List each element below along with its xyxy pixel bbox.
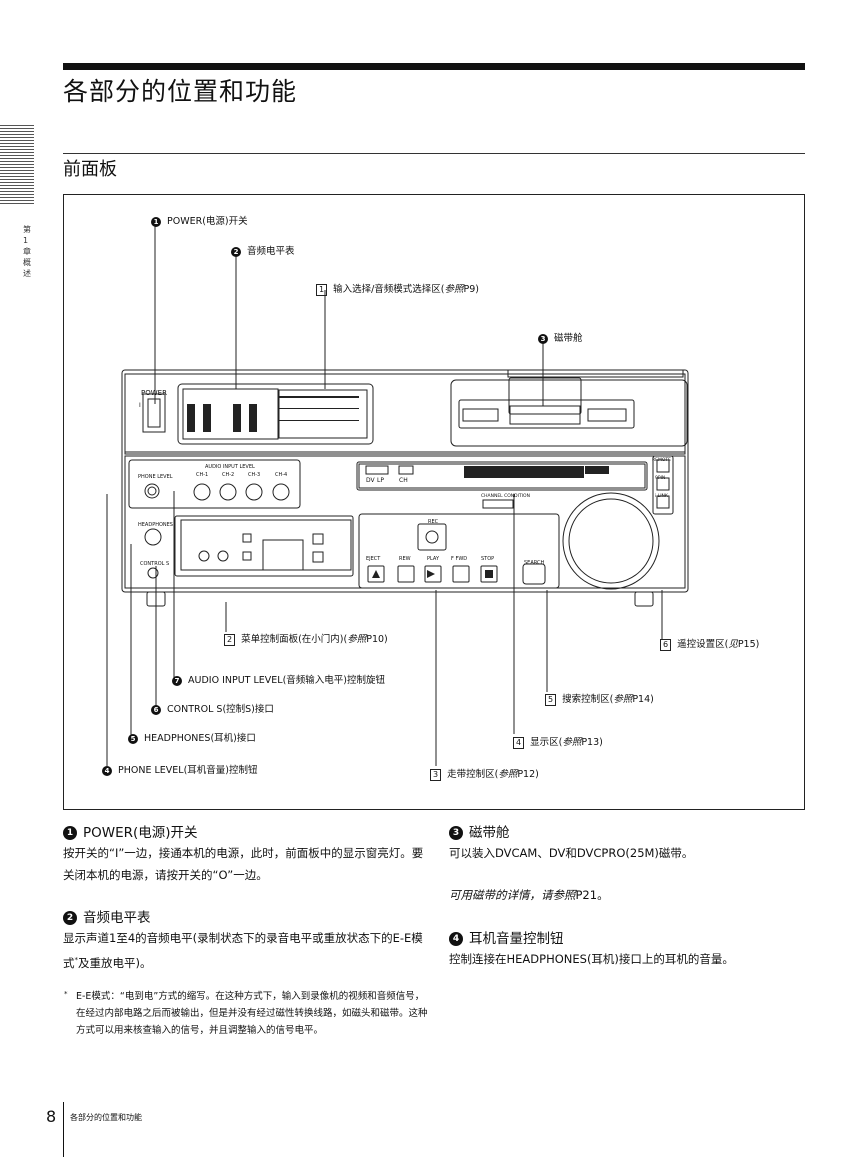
section-cassette-note: 可用磁带的详情，请参照P21。	[449, 888, 609, 902]
subtitle-rule	[63, 153, 805, 154]
section-cassette-body: 可以装入DVCAM、DV和DVCPRO(25M)磁带。	[449, 846, 694, 860]
ilink-label: i.LINK	[655, 494, 668, 499]
dv-badge: DV	[366, 477, 375, 484]
rec-label: REC	[428, 519, 439, 525]
search-label: SEARCH	[524, 560, 545, 566]
channel-2-label: CH-2	[222, 472, 235, 478]
side-tab-label: 第1章概述	[23, 225, 31, 278]
channel-3-label: CH-3	[248, 472, 261, 478]
channel-4-label: CH-4	[275, 472, 288, 478]
rew-label: REW	[399, 556, 411, 562]
channel-1-label: CH-1	[196, 472, 209, 478]
page-title: 各部分的位置和功能	[63, 77, 298, 106]
ch-badge: CH	[399, 477, 408, 484]
ffwd-label: F FWD	[451, 556, 468, 562]
side-tab-marker	[0, 125, 34, 205]
footnote-ee-mode: E-E模式：“电到电”方式的缩写。在这种方式下，输入到录像机的视频和音频信号，在…	[76, 991, 428, 1036]
footer-section-title: 各部分的位置和功能	[70, 1113, 142, 1122]
footnote-mark: *	[64, 990, 68, 998]
section-power-body: 按开关的“I”一边，接通本机的电源，此时，前面板中的显示窗亮灯。要关闭本机的电源…	[63, 846, 424, 882]
eject-label: EJECT	[366, 556, 381, 562]
audio-input-level-label: AUDIO INPUT LEVEL	[205, 464, 255, 470]
power-switch-label: POWER	[141, 389, 167, 397]
headphones-label: HEADPHONES	[138, 522, 173, 528]
phone-level-label: PHONE LEVEL	[138, 474, 173, 480]
front-panel-figure	[63, 194, 805, 810]
power-on-mark: I	[139, 402, 141, 409]
control-s-label: CONTROL S	[140, 561, 170, 567]
lp-badge: LP	[377, 477, 384, 484]
footer-rule	[63, 1102, 64, 1157]
9pin-label: 9PIN	[655, 476, 666, 481]
section-phone-level-body: 控制连接在HEADPHONES(耳机)接口上的耳机的音量。	[449, 952, 734, 966]
page-number: 8	[46, 1107, 57, 1126]
play-label: PLAY	[427, 556, 440, 562]
top-rule	[63, 63, 805, 70]
channel-condition-label: CHANNEL CONDITION	[481, 494, 530, 499]
stop-label: STOP	[481, 556, 495, 562]
dvcam-badge: DVCAM	[367, 467, 386, 473]
section-meter-body: 显示声道1至4的音频电平(录制状态下的录音电平或重放状态下的E-E模式*及重放电…	[63, 931, 423, 970]
page-subtitle: 前面板	[63, 159, 117, 180]
remote-label: REMOTE	[652, 458, 671, 463]
front-panel-illustration	[106, 224, 689, 766]
